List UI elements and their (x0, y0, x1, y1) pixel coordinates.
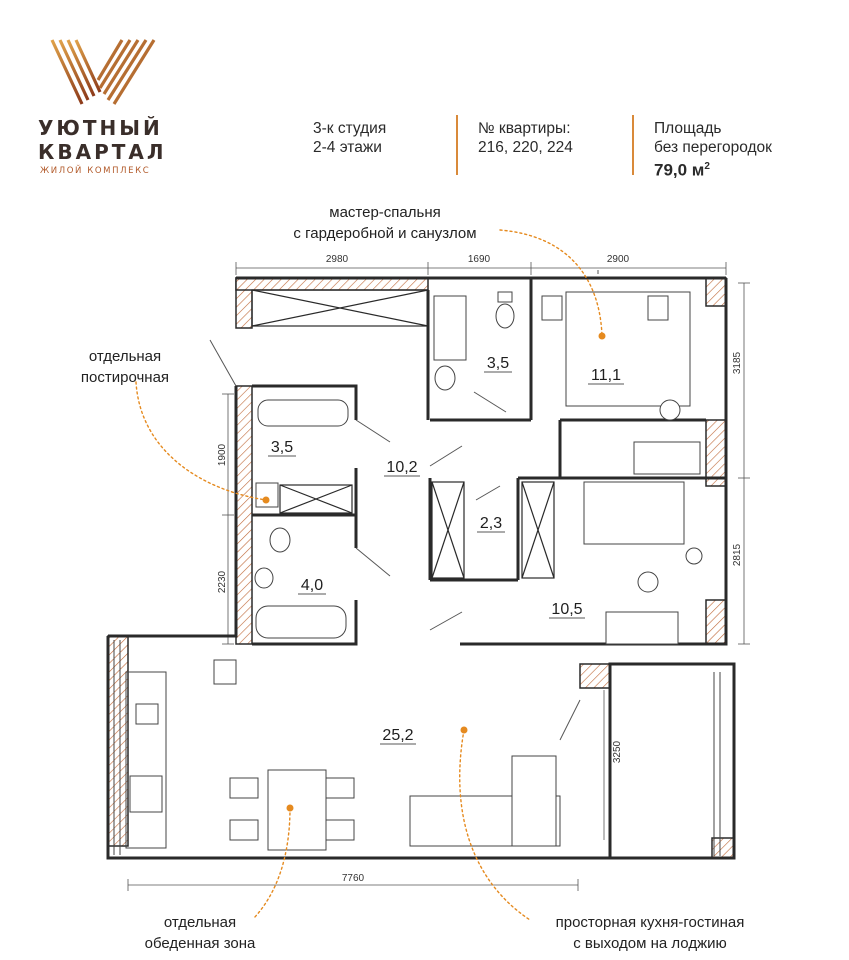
room-area-bedroom: 10,5 (551, 601, 582, 618)
header-divider (632, 115, 634, 175)
annotation-kitchen: просторная кухня-гостиная с выходом на л… (555, 914, 745, 952)
dimension-loggia: 3250 (612, 740, 623, 763)
dimension-right-1: 3185 (732, 351, 743, 374)
interior-walls (106, 276, 736, 860)
marker-dot (286, 804, 294, 812)
room-area-master-bath: 3,5 (487, 355, 509, 372)
header-divider (456, 115, 458, 175)
room-area-bathroom: 4,0 (301, 577, 323, 594)
dimension-top-1: 2980 (326, 254, 349, 265)
apartment-numbers-value: 216, 220, 224 (478, 139, 573, 156)
annotation-dining: отдельная обеденная зона (144, 914, 256, 952)
dimension-left-1: 1900 (217, 443, 228, 466)
room-area-hall: 10,2 (386, 459, 417, 476)
dimension-right-2: 2815 (732, 543, 743, 566)
apartment-numbers: № квартиры: 216, 220, 224 (478, 119, 573, 157)
annotation-master-bedroom: мастер-спальня с гардеробной и санузлом (293, 204, 477, 242)
exterior-walls (107, 277, 735, 859)
annotation-laundry: отдельная постирочная (80, 348, 170, 386)
room-area-wardrobe: 2,3 (480, 515, 502, 532)
apartment-type-line2: 2-4 этажи (313, 139, 382, 156)
room-area-master-bedroom: 11,1 (591, 367, 621, 384)
brand-name-line1: УЮТНЫЙ (38, 116, 163, 140)
dimension-top-2: 1690 (468, 254, 491, 265)
area-label-line2: без перегородок (654, 139, 772, 156)
area-value: 79,0 м2 (654, 160, 710, 180)
apartment-type-line1: 3-к студия (313, 120, 387, 137)
area-label-line1: Площадь (654, 120, 722, 137)
room-area-living: 25,2 (382, 727, 413, 744)
brand-name-line2: КВАРТАЛ (38, 140, 167, 164)
apartment-type: 3-к студия 2-4 этажи (313, 119, 386, 157)
marker-dot (460, 726, 468, 734)
room-area-laundry: 3,5 (271, 439, 293, 456)
area-info: Площадь без перегородок 79,0 м2 (654, 119, 772, 180)
dimension-lines (127, 262, 750, 891)
marker-dot (262, 496, 270, 504)
marker-dot (598, 332, 606, 340)
dimension-left-2: 2230 (217, 570, 228, 593)
brand-subtitle: ЖИЛОЙ КОМПЛЕКС (40, 166, 151, 176)
dimension-top-3: 2900 (607, 254, 630, 265)
apartment-numbers-label: № квартиры: (478, 120, 571, 137)
brand-logo-icon (50, 39, 156, 105)
dimension-bottom: 7760 (342, 873, 365, 884)
